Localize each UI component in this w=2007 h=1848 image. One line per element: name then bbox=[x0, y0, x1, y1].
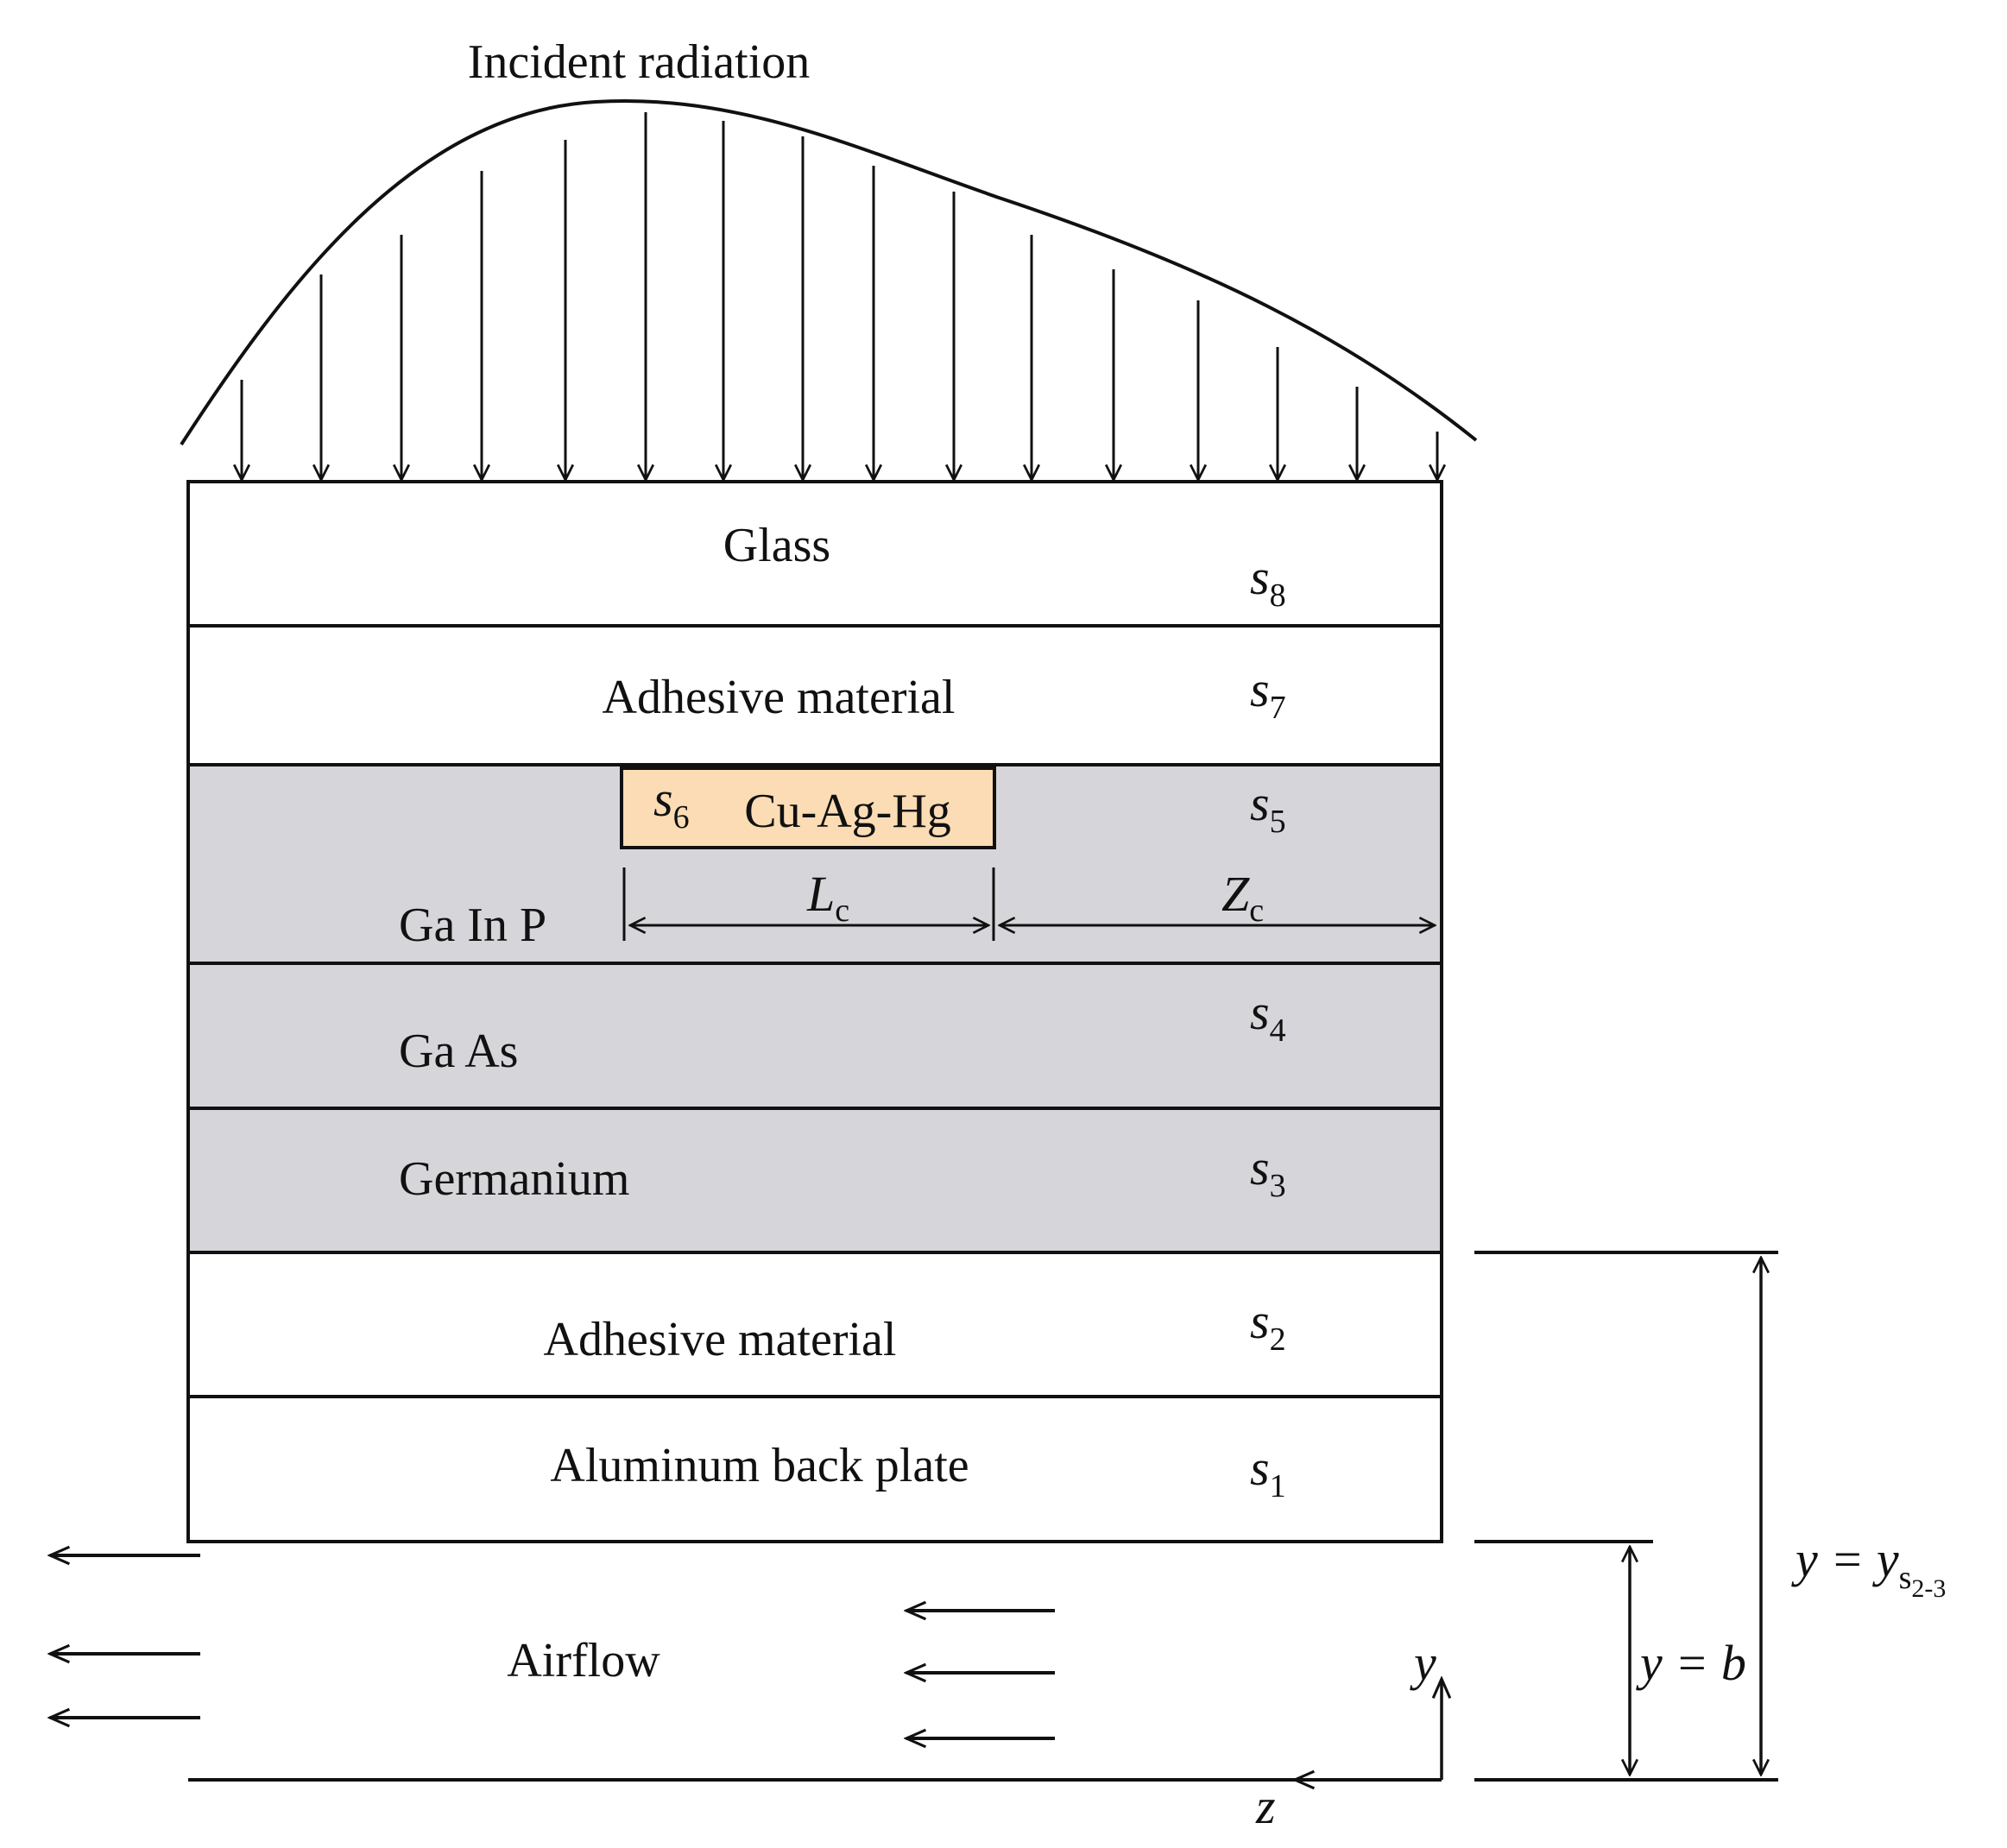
layer-s3-symbol: s3 bbox=[1250, 1139, 1286, 1204]
layer-s4-label: Ga As bbox=[399, 1025, 518, 1078]
radiation-intensity-curve bbox=[180, 99, 1478, 446]
layer-s5-label: Ga In P bbox=[399, 899, 546, 952]
radiation-arrows bbox=[242, 112, 1437, 480]
layer-s2-symbol: s2 bbox=[1250, 1293, 1286, 1358]
layer-s5-symbol: s5 bbox=[1250, 775, 1286, 840]
y-equals-b-label: y = b bbox=[1636, 1635, 1746, 1691]
layer-stack bbox=[186, 480, 1443, 1543]
layer-s1-symbol: s1 bbox=[1250, 1440, 1286, 1504]
layer-s3-label: Germanium bbox=[399, 1152, 629, 1206]
z-axis-label: z bbox=[1255, 1778, 1276, 1834]
airflow-label: Airflow bbox=[507, 1634, 660, 1687]
layer-s1-aluminum bbox=[186, 1395, 1443, 1543]
layer-s3-germanium bbox=[186, 1107, 1443, 1254]
contact-s6-cuaghg bbox=[620, 766, 996, 849]
layer-s7-symbol: s7 bbox=[1250, 661, 1286, 726]
layer-s2-adhesive bbox=[186, 1251, 1443, 1398]
layer-s8-label: Glass bbox=[723, 519, 830, 572]
zc-label: Zc bbox=[1221, 866, 1264, 929]
layer-s8-symbol: s8 bbox=[1250, 549, 1286, 614]
contact-s6-symbol: s6 bbox=[653, 771, 690, 836]
layer-s4-gaas bbox=[186, 962, 1443, 1110]
airflow-arrows-middle bbox=[906, 1611, 1055, 1738]
airflow-arrows-left bbox=[50, 1555, 200, 1718]
y-equals-ys23-label: y = ys2-3 bbox=[1791, 1531, 1946, 1603]
y-axis-label: y bbox=[1410, 1635, 1436, 1691]
layer-s7-label: Adhesive material bbox=[603, 671, 956, 724]
incident-radiation-title: Incident radiation bbox=[468, 35, 811, 89]
lc-label: Lc bbox=[806, 866, 849, 929]
layer-s2-label: Adhesive material bbox=[544, 1313, 897, 1366]
layer-s1-label: Aluminum back plate bbox=[550, 1439, 969, 1492]
layer-s4-symbol: s4 bbox=[1250, 984, 1286, 1049]
contact-material-label: Cu-Ag-Hg bbox=[744, 785, 951, 838]
